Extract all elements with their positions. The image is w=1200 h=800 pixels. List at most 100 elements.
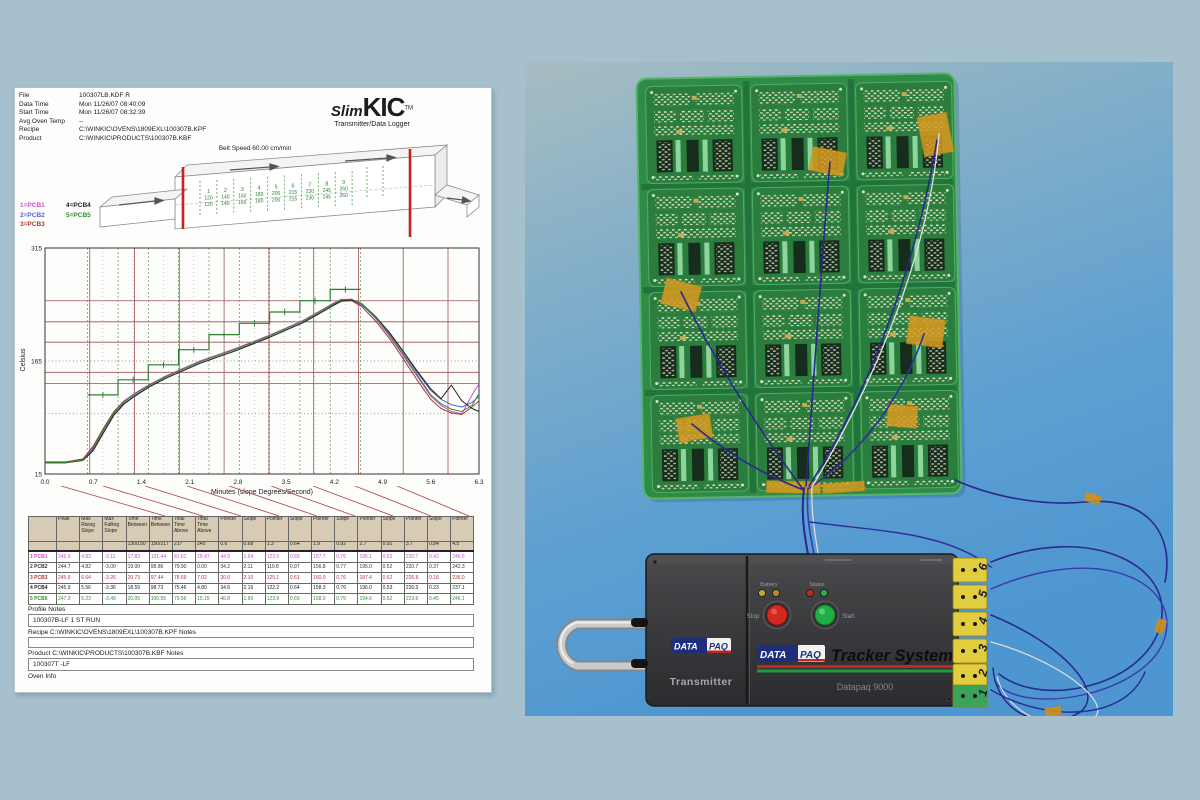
pcb-board (646, 187, 746, 288)
table-cell: 98.86 (148, 561, 173, 573)
table-cell: 15.15 (195, 593, 220, 605)
table-cell: 187.4 (357, 572, 382, 584)
belt-line (174, 184, 436, 206)
table-cell: 17.83 (125, 550, 150, 563)
zone-number: 8 (325, 181, 328, 187)
zone-number: 3 (241, 187, 244, 193)
battery-leds (757, 588, 781, 598)
table-cell: 158.3 (311, 582, 336, 594)
table-cell: 160.0 (311, 572, 336, 584)
legend-item: 5=PCB5 (66, 211, 91, 219)
table-cell: 0.00 (195, 561, 220, 573)
zone-top-setpoint: 160 (238, 193, 247, 199)
column-threshold: 4.5 (450, 541, 475, 552)
table-cell: 2.10 (241, 572, 266, 584)
column-header: Pointer (311, 516, 336, 542)
connector-number: 4 (975, 615, 991, 626)
datapaq-logger: DATA PAQ Transmitter Battery Status Stop… (631, 553, 991, 708)
x-tick-label: 4.9 (378, 479, 387, 486)
table-cell: 4.80 (195, 582, 220, 594)
notes-section: Profile Notes 100307B-LF 1 ST RUN Recipe… (28, 604, 474, 681)
table-cell: 0.62 (380, 550, 405, 563)
column-threshold: 0.92 (334, 541, 359, 552)
column-header: Peak (55, 516, 81, 542)
table-cell: 0.53 (380, 582, 405, 594)
thermocouple-wires (680, 133, 1168, 725)
x-tick-label: 4.2 (330, 479, 339, 486)
column-header: Total Time Above (171, 516, 197, 542)
table-cell: 5.23 (79, 593, 104, 605)
field-label: Data Time (19, 100, 49, 108)
oven-info-label: Oven Info (28, 673, 57, 680)
table-cell: 246.1 (450, 593, 475, 605)
table-cell: 2.16 (241, 582, 266, 594)
column-threshold: 1.9 (311, 541, 336, 552)
zone-top-setpoint: 245 (323, 188, 332, 194)
connector-6: 6 (952, 557, 991, 583)
column-threshold: 245 (195, 541, 220, 552)
table-cell: 0.23 (426, 582, 452, 594)
zone-bottom-setpoint: 260 (340, 193, 349, 199)
pcb-board (860, 389, 960, 490)
pcb-board (648, 290, 748, 391)
field-label: Product (19, 134, 42, 142)
table-cell: 46.8 (218, 593, 243, 605)
exit-conveyor-front (466, 194, 480, 218)
table-cell: 44.9 (218, 550, 243, 563)
start-button (810, 600, 840, 630)
profile-notes-label: Profile Notes (28, 606, 66, 613)
recipe-notes-label: Recipe C:\WINKIC\OVENS\1809EXL\100307B.K… (28, 629, 196, 636)
table-cell: 157.7 (311, 550, 336, 563)
zone-bottom-setpoint: 230 (306, 195, 315, 201)
connector-number: 3 (975, 642, 990, 652)
table-cell: 0.97 (287, 561, 313, 573)
connector-4: 4 (952, 611, 991, 637)
logo-subtitle: Transmitter/Data Logger (334, 121, 410, 128)
column-threshold: 130/150 (125, 541, 150, 552)
product-notes-box: 100307T -LF (28, 658, 474, 671)
logo-slim: Slim (330, 103, 363, 120)
zone-top-setpoint: 215 (289, 190, 298, 196)
table-cell: 18.59 (125, 582, 150, 594)
table-cell: 19.00 (125, 561, 150, 573)
y-tick-label: 315 (31, 246, 42, 253)
column-header: Pointer (218, 516, 243, 542)
x-tick-label: 0.7 (89, 479, 98, 486)
field-value: 100307LB.KDF R (79, 92, 130, 99)
logo-data-text: DATA (760, 650, 786, 661)
tracker-system-title: Tracker System (831, 646, 953, 665)
zone-bottom-setpoint: 215 (289, 197, 298, 203)
row-label: 5 PCB5 (28, 593, 57, 605)
zone-setpoint-step-line (87, 288, 361, 396)
logo-tm: TM (404, 105, 414, 112)
field-label: File (19, 92, 30, 99)
profile-series-pcb3 (45, 299, 480, 463)
table-cell: 158.0 (311, 593, 336, 605)
zone-bottom-setpoint: 160 (238, 200, 247, 206)
y-tick-label: 15 (35, 472, 43, 479)
zone-number: 5 (275, 185, 278, 191)
x-tick-label: 5.6 (426, 479, 435, 486)
table-cell: 220.7 (403, 561, 429, 573)
table-cell: 4.83 (79, 550, 104, 563)
field-label: Recipe (19, 126, 40, 133)
x-tick-label: 0.0 (40, 479, 49, 486)
zone-number: 9 (342, 180, 345, 186)
row-label: 4 PCB4 (28, 582, 57, 594)
slimkic-logo: SlimKICTM Transmitter/Data Logger (287, 92, 457, 128)
zone-top-setpoint: 260 (340, 187, 349, 193)
row-label: 3 PCB3 (28, 572, 57, 584)
table-cell: -3.11 (102, 550, 127, 563)
y-tick-label: 165 (31, 359, 42, 366)
table-cell: 20.73 (125, 572, 150, 584)
column-header: Total Time Above (195, 516, 220, 542)
column-threshold: 217 (171, 541, 197, 552)
x-tick-label: 6.3 (474, 479, 483, 486)
table-cell: -3.26 (102, 572, 127, 584)
table-cell: 0.43 (426, 550, 452, 563)
pcb-panel (635, 72, 966, 503)
connector-3: 3 (952, 638, 991, 664)
